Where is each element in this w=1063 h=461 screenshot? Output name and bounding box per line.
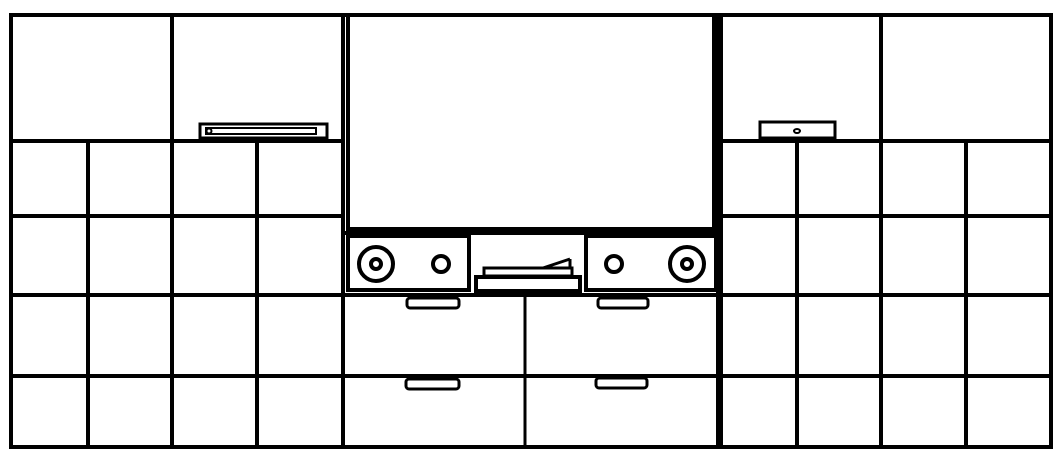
left-speaker-box (346, 234, 471, 292)
drawer-handle-bottom-right (594, 376, 649, 390)
tv-screen (346, 13, 716, 231)
center-unit (341, 13, 720, 449)
drawer-handle-top-left (405, 296, 461, 310)
small-device-led-icon (793, 128, 801, 134)
left-speaker (346, 234, 471, 292)
left-unit-frame (9, 13, 345, 449)
turntable-platter (482, 266, 574, 278)
left-speaker-woofer-icon (357, 245, 395, 283)
left-unit (9, 13, 345, 449)
drawer-handle-top-right (596, 296, 650, 310)
drawer-handle-bottom-left (404, 377, 461, 391)
right-unit (719, 13, 1053, 449)
left-speaker-tweeter-icon (431, 254, 451, 274)
left-speaker-woofer-center-icon (369, 257, 383, 271)
receiver-body (198, 122, 329, 140)
receiver-knob-icon (205, 127, 213, 135)
turntable-base (474, 275, 582, 293)
turntable-tonearm (542, 257, 571, 270)
right-speaker-box (584, 234, 718, 292)
right-speaker-woofer-center-icon (680, 257, 694, 271)
right-speaker-tweeter-icon (604, 254, 624, 274)
right-speaker (584, 234, 718, 292)
right-small-device (758, 120, 837, 140)
left-receiver-device (198, 122, 329, 140)
right-unit-frame (719, 13, 1053, 449)
turntable (474, 257, 582, 293)
right-speaker-woofer-icon (668, 245, 706, 283)
